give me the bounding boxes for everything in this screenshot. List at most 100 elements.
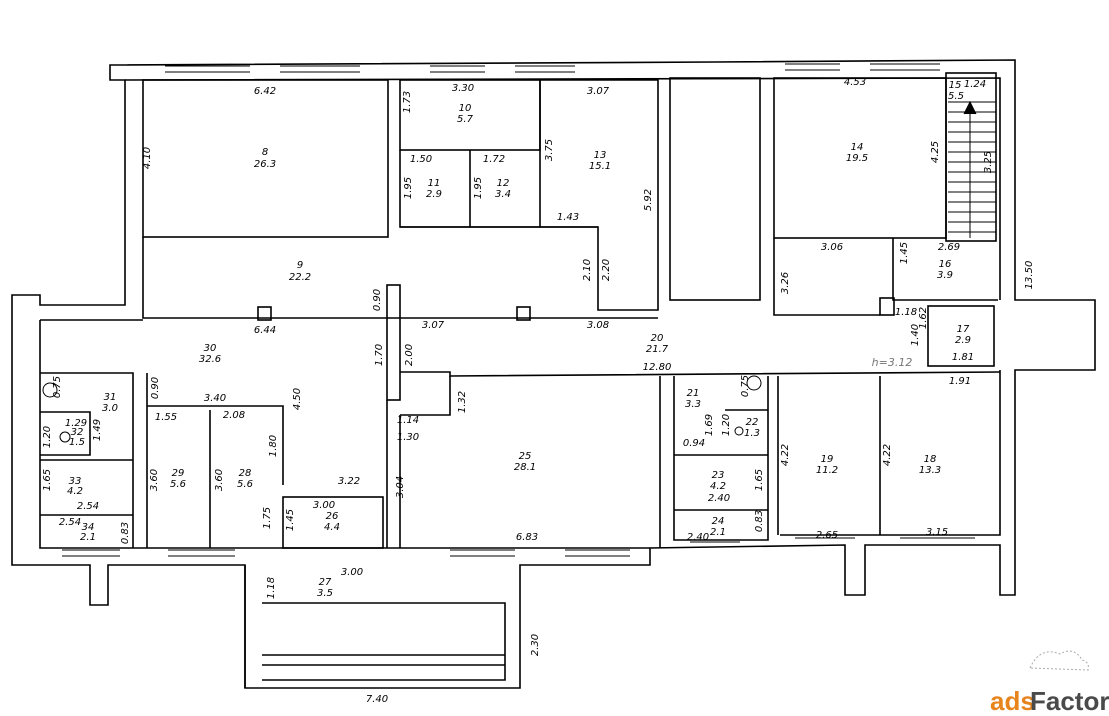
room-12: 123.4: [495, 178, 511, 200]
dimension-label: 2.69: [938, 242, 960, 253]
room-23: 234.2: [710, 470, 726, 492]
room-number: 31: [104, 392, 117, 403]
dimension-label: 1.45: [899, 242, 910, 264]
dimension-label: 2.10: [582, 259, 593, 281]
room-number: 15: [949, 80, 962, 91]
room-26: 264.4: [324, 511, 340, 533]
dimension-label: 1.62: [918, 307, 929, 329]
room-area: 3.9: [937, 270, 953, 281]
dimension-label: 1.32: [457, 391, 468, 413]
room-area: 3.4: [495, 189, 511, 200]
dimension-label: 1.69: [704, 414, 715, 436]
room-11: 112.9: [426, 178, 442, 200]
room-area: 2.1: [710, 527, 726, 538]
dimension-label: 1.24: [964, 79, 986, 90]
dimension-label: 1.49: [92, 419, 103, 441]
dimension-label: 2.40: [687, 532, 709, 543]
dimension-label: 1.18: [895, 307, 917, 318]
toilet-icon: [734, 426, 744, 436]
room-29: 295.6: [170, 468, 186, 490]
dimension-label: 0.94: [683, 438, 705, 449]
dimension-label: 3.26: [780, 272, 791, 294]
room-area: 2.9: [426, 189, 442, 200]
room-area: 22.2: [289, 272, 311, 283]
dimension-label: 4.53: [844, 77, 866, 88]
dimension-label: 2.00: [404, 344, 415, 366]
dimension-label: 2.20: [601, 259, 612, 281]
room-32: 321.5: [69, 427, 85, 448]
room-area: 5.5: [948, 91, 964, 102]
adsfactory-watermark: ads Factory: [990, 650, 1109, 716]
dimension-label: 1.40: [910, 324, 921, 346]
dimension-label: 4.10: [142, 147, 153, 169]
room-area: 2.9: [955, 335, 971, 346]
dimension-label: 1.75: [262, 507, 273, 529]
dimension-label: 5.92: [643, 189, 654, 211]
dimension-label: 3.07: [587, 86, 610, 97]
dimension-label: 1.55: [155, 412, 177, 423]
room-number: 25: [519, 451, 532, 462]
room-31: 313.0: [102, 392, 118, 414]
room-area: 3.5: [317, 588, 333, 599]
room-number: 26: [326, 511, 339, 522]
room-area: 32.6: [199, 354, 221, 365]
dimension-label: 1.80: [268, 435, 279, 457]
room-area: 3.0: [102, 403, 118, 414]
room-area: 5.7: [457, 114, 474, 125]
room-28: 285.6: [237, 468, 253, 490]
dimension-label: 3.60: [214, 469, 225, 491]
dimension-label: 4.25: [930, 141, 941, 163]
room-area: 21.7: [646, 344, 669, 355]
windows: [62, 63, 975, 557]
room-15: 155.5: [948, 80, 964, 102]
dimension-label: 0.90: [150, 377, 161, 399]
dimension-label: 1.43: [557, 212, 579, 223]
room-area: 5.6: [237, 479, 253, 490]
dimension-label: 3.40: [204, 393, 226, 404]
room-number: 8: [262, 147, 268, 158]
dimension-label: 1.65: [754, 469, 765, 491]
room-number: 9: [297, 260, 303, 271]
dimension-label: 1.95: [473, 177, 484, 199]
room-number: 19: [821, 454, 834, 465]
dimension-label: 1.30: [397, 432, 419, 443]
dimension-label: 12.80: [643, 362, 672, 373]
room-area: 4.4: [324, 522, 340, 533]
room-24: 242.1: [710, 516, 726, 538]
room-number: 16: [939, 259, 952, 270]
dimension-label: 3.06: [821, 242, 843, 253]
room-number: 29: [172, 468, 185, 479]
walls: [11, 59, 1096, 689]
room-number: 32: [71, 427, 84, 438]
dimension-label: 13.50: [1024, 261, 1035, 290]
room-8: 826.3: [254, 147, 276, 170]
dimension-label: 3.04: [395, 476, 406, 498]
dimension-label: 0.83: [754, 510, 765, 532]
room-number: 27: [319, 577, 332, 588]
room-area: 3.3: [685, 399, 701, 410]
room-area: 5.6: [170, 479, 186, 490]
room-area: 4.2: [710, 481, 726, 492]
room-area: 19.5: [846, 153, 868, 164]
room-9: 922.2: [289, 260, 311, 283]
room-number: 23: [712, 470, 725, 481]
dimension-label: 3.30: [452, 83, 474, 94]
dimension-label: 4.22: [882, 444, 893, 466]
room-number: 10: [459, 103, 472, 114]
dimension-label: 1.18: [266, 577, 277, 599]
dimension-label: 6.42: [254, 86, 276, 97]
room-number: 12: [497, 178, 510, 189]
dimension-label: 3.08: [587, 320, 609, 331]
dimension-label: 3.00: [341, 567, 363, 578]
room-number: 11: [428, 178, 441, 189]
dimension-label: 4.22: [780, 444, 791, 466]
dimension-label: 1.91: [949, 376, 971, 387]
ceiling-height-note: h=3.12: [872, 356, 913, 369]
room-number: 17: [957, 324, 970, 335]
